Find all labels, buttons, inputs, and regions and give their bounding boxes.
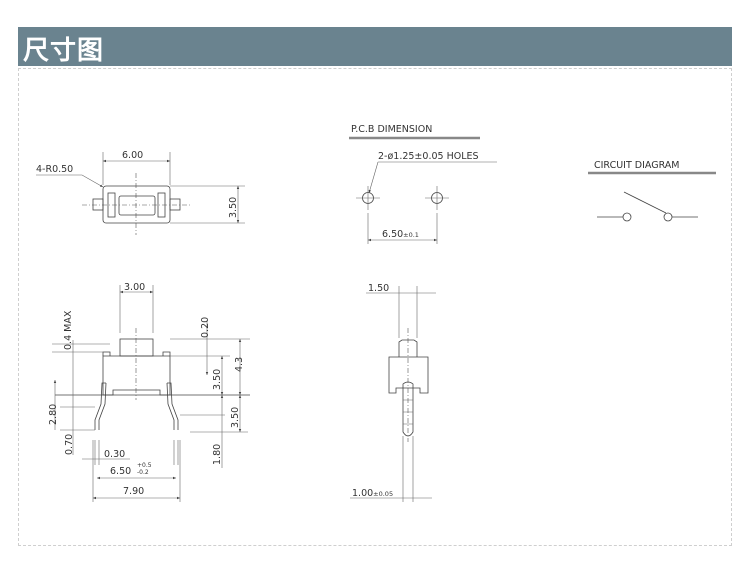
- dim-030-label: 0.30: [104, 449, 125, 460]
- dim-020-label: 0.20: [200, 317, 211, 338]
- circuit-title: CIRCUIT DIAGRAM: [594, 160, 680, 171]
- section-title: 尺寸图: [23, 36, 105, 66]
- top-height-label: 3.50: [228, 197, 239, 218]
- actuator-width-label: 3.00: [124, 282, 145, 293]
- dim-180-label: 1.80: [212, 444, 223, 465]
- dim-43-label: 4.3: [234, 357, 245, 372]
- top-view: 6.00 3.50 4-R0.50: [36, 150, 245, 235]
- dim-350-upper-label: 3.50: [212, 369, 223, 390]
- pitch-label: 6.50: [110, 466, 131, 477]
- pcb-pitch-label: 6.50±0.1: [382, 229, 419, 240]
- top-width-label: 6.00: [122, 150, 143, 161]
- side-actuator-label: 1.50: [368, 283, 389, 294]
- section-header: 尺寸图: [18, 27, 732, 66]
- pcb-dimension: P.C.B DIMENSION 2-ø1.25±0.05 HOLES 6.50±…: [349, 124, 497, 244]
- max-note: 0.4 MAX: [63, 310, 74, 350]
- dim-070-label: 0.70: [64, 434, 75, 455]
- overall-width-label: 7.90: [123, 486, 144, 497]
- pitch-tol-minus: -0.2: [137, 469, 149, 476]
- circuit-diagram: CIRCUIT DIAGRAM: [588, 160, 716, 222]
- side-view: 1.50 1.00±0.05: [350, 283, 436, 502]
- pitch-tol-plus: +0.5: [137, 462, 152, 469]
- lead-width-label: 1.00±0.05: [352, 488, 393, 499]
- drawing-frame: [18, 68, 732, 546]
- radius-note: 4-R0.50: [36, 164, 73, 175]
- front-view: 3.00 0.4 MAX 2.80 0.70 0.20 3.50 4.3 3.5…: [48, 282, 250, 502]
- pcb-title: P.C.B DIMENSION: [351, 124, 432, 135]
- dim-350-lower-label: 3.50: [230, 407, 241, 428]
- dim-280-label: 2.80: [48, 404, 59, 425]
- holes-note: 2-ø1.25±0.05 HOLES: [378, 151, 479, 162]
